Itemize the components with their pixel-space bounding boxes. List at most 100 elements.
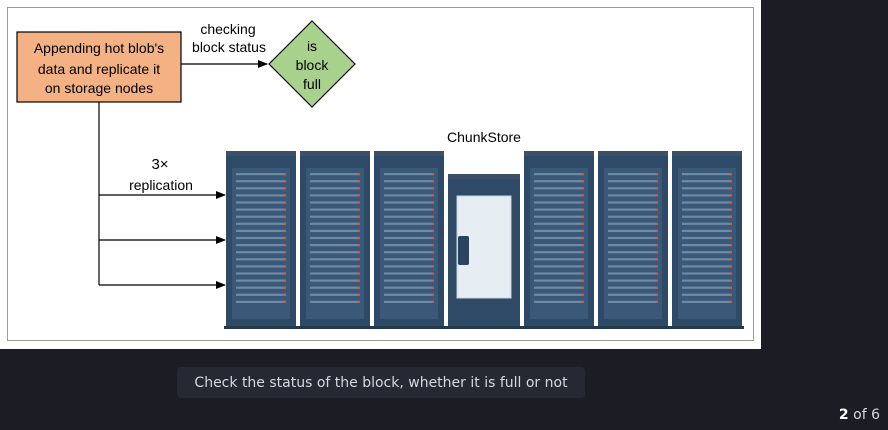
rack-slot [236,286,286,289]
rack-led [656,180,658,183]
rack-slot [534,293,584,296]
rack-slot [236,215,286,218]
rack-led [582,286,584,289]
rack-slot [384,180,434,183]
rack-led [656,222,658,225]
rack-slot [236,258,286,261]
rack-led [432,236,434,240]
rack-slot [534,208,584,211]
rack-led [582,300,584,303]
rack-led [656,215,658,218]
rack-led [432,293,434,296]
rack-slot [534,286,584,289]
rack-led [730,300,732,303]
rack-top-3 [374,151,444,156]
rack-led [582,236,584,240]
rack-panel-1 [232,168,290,319]
replication-factor: 3× [151,156,168,173]
process-line-2: data and replicate it [38,61,160,77]
rack-led [582,187,584,190]
rack-led [730,279,732,282]
rack-slot [608,180,658,183]
rack-slot [682,236,732,240]
diagram-frame [7,7,754,341]
rack-slot [608,265,658,268]
rack-led [730,293,732,296]
rack-led [284,244,286,247]
rack-led [284,293,286,296]
rack-led [656,201,658,204]
rack-slot [384,173,434,176]
rack-slot [608,272,658,275]
rack-led [358,194,360,197]
rack-led [582,251,584,254]
rack-slot [682,215,732,218]
rack-led [358,293,360,296]
rack-led [358,286,360,289]
rack-slot [608,229,658,232]
rack-slot [236,236,286,240]
rack-led [730,258,732,261]
rack-slot [310,286,360,289]
rack-slot [310,187,360,190]
rack-top-2 [300,151,370,156]
rack-slot [682,222,732,225]
rack-led [284,180,286,183]
rack-slot [608,251,658,254]
rack-slot [384,194,434,197]
rack-led [284,215,286,218]
chunkstore-label: ChunkStore [447,129,521,145]
rack-led [432,180,434,183]
slide-pager: 2 of 6 [839,407,880,423]
decision-line-2: block [296,57,330,73]
rack-led [656,236,658,240]
rack-led [358,300,360,303]
rack-slot [682,265,732,268]
rack-slot [310,300,360,303]
rack-slot [236,279,286,282]
rack-led [284,222,286,225]
rack-led [730,229,732,232]
rack-slot [682,286,732,289]
rack-led [358,272,360,275]
rack-slot [384,187,434,190]
rack-slot [384,236,434,240]
rack-slot [384,201,434,204]
process-line-3: on storage nodes [45,80,153,96]
rack-led [284,187,286,190]
rack-led [284,258,286,261]
rack-slot [310,201,360,204]
rack-slot [384,293,434,296]
rack-slot [534,173,584,176]
rack-slot [310,173,360,176]
rack-slot [310,265,360,268]
rack-slot [534,201,584,204]
rack-led [582,194,584,197]
rack-led [432,187,434,190]
rack-led [582,272,584,275]
rack-slot [682,244,732,247]
rack-slot [682,229,732,232]
rack-slot [236,201,286,204]
rack-led [432,265,434,268]
rack-slot [384,286,434,289]
rack-led [432,173,434,176]
rack-slot [384,222,434,225]
rack-led [730,236,732,240]
rack-led [358,208,360,211]
rack-slot [310,279,360,282]
rack-led [432,244,434,247]
rack-slot [310,208,360,211]
rack-slot [534,300,584,303]
rack-slot [384,265,434,268]
rack-led [656,244,658,247]
rack-led [358,215,360,218]
rack-led [358,258,360,261]
rack-led [358,265,360,268]
rack-slot [310,251,360,254]
rack-slot [236,300,286,303]
check-label-2: block status [192,39,266,55]
rack-panel-6 [678,168,736,319]
rack-led [582,279,584,282]
rack-led [656,265,658,268]
